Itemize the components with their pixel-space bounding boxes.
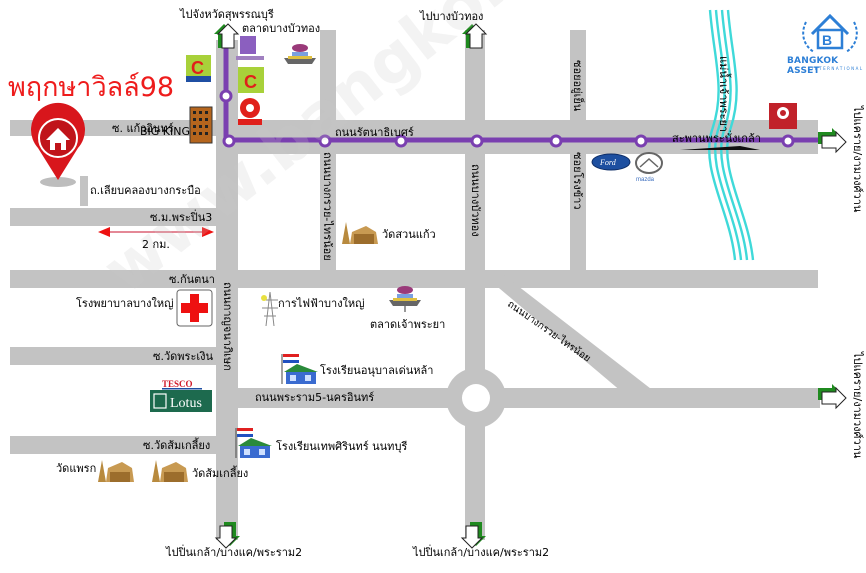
direction-bang-bua-thong: ไปบางบัวทอง xyxy=(420,10,484,23)
station xyxy=(470,134,484,148)
house-pin-icon[interactable] xyxy=(30,102,85,187)
direction-arrow-icon xyxy=(214,23,847,549)
place-big-king: BIG KING xyxy=(140,125,191,138)
road-kanchanaphisek xyxy=(216,40,238,540)
place-talat-chao-phraya: ตลาดเจ้าพระยา xyxy=(370,318,446,331)
road-label-rama5: ถนนพระราม5-นครอินทร์ xyxy=(255,391,375,404)
road-label-soi-yu-yen: ซอยอยู่เย็น xyxy=(571,60,584,112)
station xyxy=(318,134,332,148)
bangkok-asset-logo: B xyxy=(802,13,858,53)
direction-ngamwongwan: ไปแคราย/งามวงศ์วาน xyxy=(851,106,864,213)
road-m-phra-pin3 xyxy=(10,208,216,226)
big-c-logo: C xyxy=(238,67,264,93)
road-label-soi-rong-khao: ซอยโรงข้าว xyxy=(571,152,584,210)
ford-logo: Ford xyxy=(591,153,631,171)
station xyxy=(634,134,648,148)
direction-khae-rai: ไปแคราย/งามวงศ์วาน xyxy=(851,352,864,459)
homeland-logo xyxy=(238,98,262,125)
mazda-logo: mazda xyxy=(635,152,663,183)
road-label-wat-som-kliang: ซ.วัดส้มเกลี้ยง xyxy=(143,439,211,452)
road-label-rattanathibet: ถนนรัตนาธิเบศร์ xyxy=(335,126,414,139)
place-wat-suan-kaew: วัดสวนแก้ว xyxy=(382,228,436,241)
scale-bar xyxy=(98,227,214,237)
station xyxy=(394,134,408,148)
page-title: พฤกษาวิลล์98 xyxy=(8,72,175,103)
place-anuban-school: โรงเรียนอนุบาลเด่นหล้า xyxy=(320,364,434,377)
place-wat-phrak: วัดแพรก xyxy=(56,462,97,475)
station xyxy=(219,89,233,103)
station xyxy=(222,134,236,148)
road-bang-kruai-sai-noi-v xyxy=(320,30,336,270)
brand-name: BANGKOK ASSET xyxy=(787,56,839,76)
road-label-bang-kruai-v: ถนนบางกรวย-ไทรน้อย xyxy=(321,152,334,261)
road-wat-som-kliang xyxy=(10,436,216,454)
river xyxy=(707,9,755,261)
road-label-kantana: ซ.กันตนา xyxy=(169,273,215,286)
road-label-liap-khlong: ถ.เลียบคลองบางกระบือ xyxy=(90,184,201,197)
market-icon xyxy=(389,286,421,312)
road-kantana xyxy=(10,270,818,288)
station xyxy=(781,134,795,148)
svg-text:TESCO: TESCO xyxy=(162,379,193,389)
svg-text:mazda: mazda xyxy=(636,177,655,183)
building-icon xyxy=(189,106,213,144)
brand-sub: INTERNATIONAL xyxy=(812,66,864,71)
place-hospital: โรงพยาบาลบางใหญ่ xyxy=(76,297,174,310)
road-label-bang-bua-thong: ถนนบางบัวทอง xyxy=(469,164,482,237)
bridge-label: สะพานพระนั่งเกล้า xyxy=(672,132,761,145)
scale-label: 2 กม. xyxy=(142,238,170,251)
road-wat-phra-ngoen xyxy=(10,347,216,365)
big-c-extra-logo: C xyxy=(186,55,211,82)
red-cross-icon xyxy=(176,289,213,327)
temple-icon xyxy=(98,460,134,482)
bridge-icon xyxy=(680,146,760,150)
school-flag-icon xyxy=(281,354,318,384)
road-rama5 xyxy=(238,388,820,408)
svg-text:Ford: Ford xyxy=(599,158,617,167)
purple-line xyxy=(219,48,818,148)
place-power-authority: การไฟฟ้าบางใหญ่ xyxy=(278,297,365,310)
road-soi-yu-yen xyxy=(570,30,586,285)
place-thepsirin-school: โรงเรียนเทพศิรินทร์ นนทบุรี xyxy=(276,440,408,453)
road-bang-bua-thong xyxy=(465,30,485,540)
svg-text:B: B xyxy=(822,32,832,48)
svg-text:C: C xyxy=(191,58,204,78)
power-tower-icon xyxy=(261,291,278,327)
place-wat-som-kliang: วัดส้มเกลี้ยง xyxy=(192,467,249,480)
road-liap-khlong xyxy=(80,176,88,206)
svg-text:C: C xyxy=(244,72,257,92)
road-label-kanchanaphisek: ถนนกาญจนาภิเษก xyxy=(221,282,234,371)
school-flag-icon xyxy=(235,428,272,458)
place-talat-bang-bua-thong: ตลาดบางบัวทอง xyxy=(242,22,321,35)
direction-pinklao-2: ไปปิ่นเกล้า/บางแค/พระราม2 xyxy=(413,546,550,559)
direction-suphanburi: ไปจังหวัดสุพรรณบุรี xyxy=(180,8,274,21)
road-network xyxy=(10,30,820,540)
roundabout-center xyxy=(462,384,490,412)
road-label-kaew-in: ซ. แก้วอินทร์ xyxy=(112,122,174,135)
road-diagonal xyxy=(480,272,655,392)
market-icon xyxy=(284,44,316,64)
road-label-m-phra-pin3: ซ.ม.พระปิ่น3 xyxy=(150,211,213,224)
station xyxy=(549,134,563,148)
road-label-wat-phra-ngoen: ซ.วัดพระเงิน xyxy=(153,350,214,363)
river-label: แม่น้ำเจ้าพระยา xyxy=(717,56,730,133)
temple-icon xyxy=(152,460,188,482)
svg-text:Lotus: Lotus xyxy=(170,396,202,411)
temple-icon xyxy=(342,222,378,244)
central-logo xyxy=(769,103,797,129)
tesco-lotus-logo: Lotus TESCO xyxy=(150,379,212,412)
direction-pinklao-1: ไปปิ่นเกล้า/บางแค/พระราม2 xyxy=(166,546,303,559)
homepro-logo xyxy=(236,36,264,60)
